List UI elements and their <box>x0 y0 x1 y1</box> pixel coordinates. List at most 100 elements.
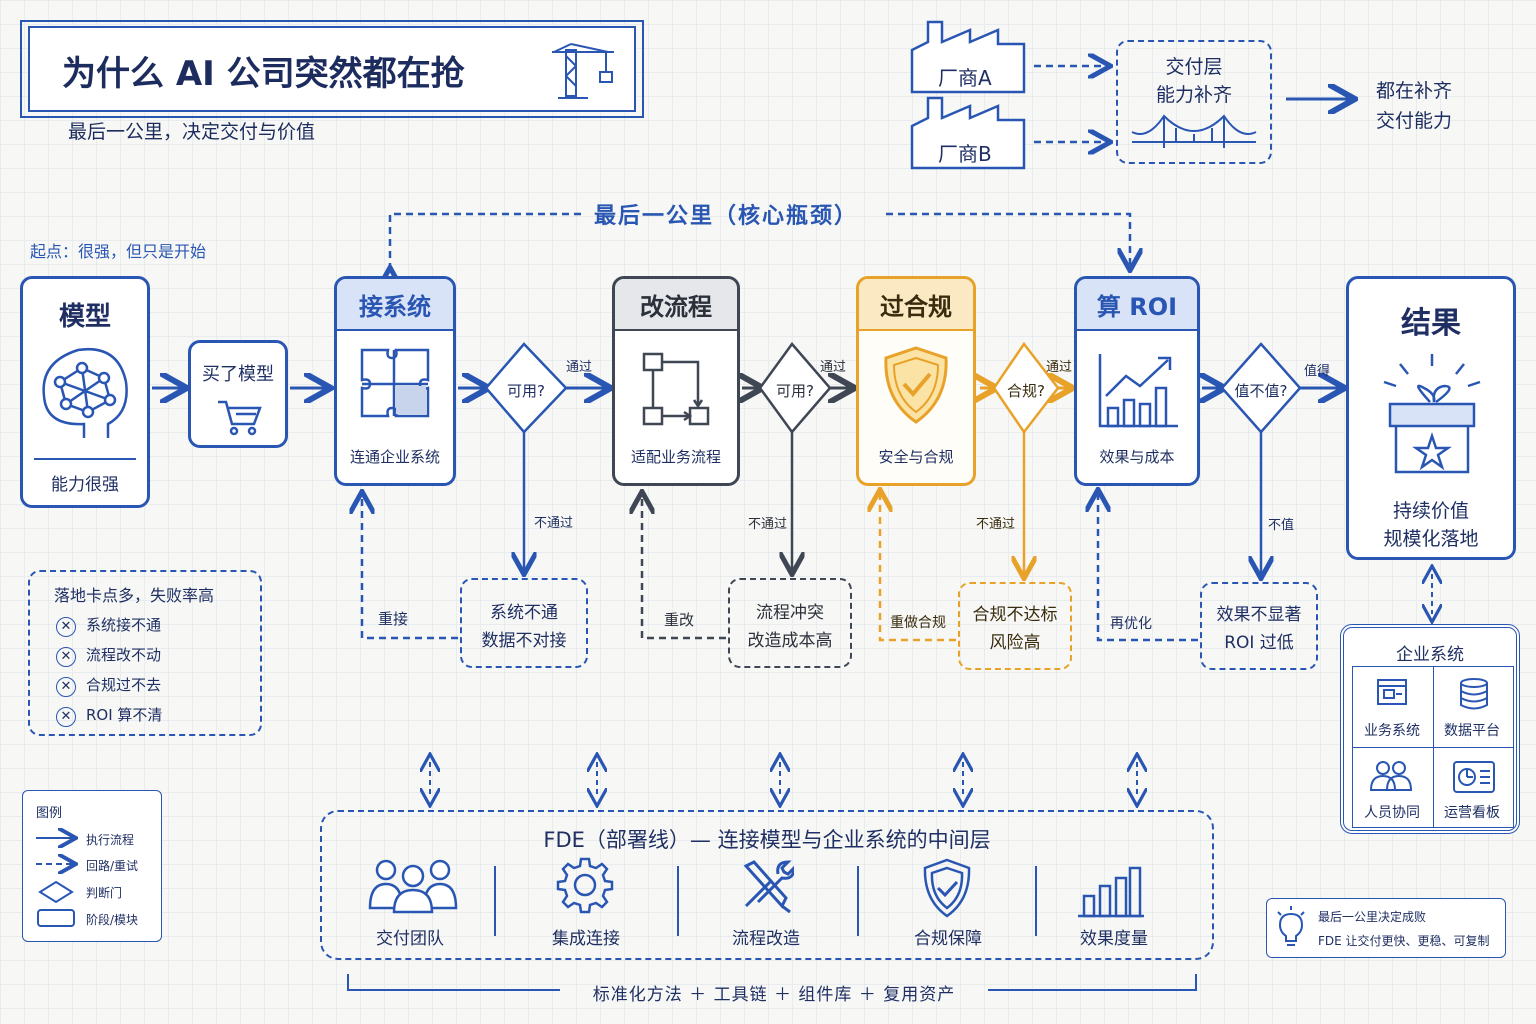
decision-4-pass: 值得 <box>1304 364 1331 379</box>
decision-2-pass: 通过 <box>820 360 847 375</box>
vendor-result-line2: 交付能力 <box>1375 110 1452 132</box>
growth-chart-icon <box>1098 354 1178 428</box>
page-title: 为什么 AI 公司突然都在抢 <box>62 54 465 94</box>
bar-chart-icon <box>1078 866 1144 918</box>
decision-1-question: 可用? <box>507 382 545 400</box>
fde-title: FDE（部署线）— 连接模型与企业系统的中间层 <box>543 828 991 852</box>
enterprise-title: 企业系统 <box>1396 645 1464 665</box>
delivery-layer-box <box>1116 40 1272 164</box>
decision-4-question: 值不值? <box>1234 382 1288 400</box>
fde-item-5: 效果度量 <box>1080 929 1148 949</box>
legend-item-2: 回路/重试 <box>86 859 139 873</box>
decision-4-fail: 不值 <box>1268 518 1295 533</box>
page-subtitle: 最后一公里，决定交付与价值 <box>68 121 316 143</box>
decision-3-pass: 通过 <box>1046 360 1073 375</box>
stage-process-title: 改流程 <box>615 279 737 331</box>
pain-point-1: ✕系统接不通 <box>56 614 161 637</box>
tools-icon <box>743 860 794 914</box>
decision-1-pass: 通过 <box>566 360 593 375</box>
cart-icon <box>218 400 262 436</box>
decision-2-fail: 不通过 <box>748 517 788 532</box>
failure-box-1 <box>460 578 588 668</box>
failure-4-line2: ROI 过低 <box>1224 633 1294 653</box>
fde-footer: 标准化方法 ＋ 工具链 ＋ 组件库 ＋ 复用资产 <box>592 985 956 1005</box>
model-divider <box>34 458 136 460</box>
failure-3-line2: 风险高 <box>989 633 1041 653</box>
vendor-result-line1: 都在补齐 <box>1375 80 1452 102</box>
legend-item-4: 阶段/模块 <box>86 913 139 927</box>
vendor-b-label: 厂商B <box>938 142 992 166</box>
fde-divider <box>494 866 496 936</box>
retry-4-label: 再优化 <box>1110 616 1152 632</box>
pain-points-box <box>28 570 262 736</box>
legend-title: 图例 <box>36 806 63 821</box>
fde-item-3: 流程改造 <box>732 929 800 949</box>
failure-box-2 <box>728 578 852 668</box>
shield-check-icon <box>884 346 948 424</box>
stage-roi-caption: 效果与成本 <box>1099 448 1175 466</box>
x-circle-icon: ✕ <box>56 647 76 667</box>
title-frame <box>20 20 644 118</box>
bought-model-label: 买了模型 <box>202 364 274 385</box>
failure-3-line1: 合规不达标 <box>972 605 1058 625</box>
vendor-a-label: 厂商A <box>938 66 992 90</box>
bottleneck-label: 最后一公里（核心瓶颈） <box>594 204 859 229</box>
pain-point-4: ✕ROI 算不清 <box>56 704 162 727</box>
stage-connect-title: 接系统 <box>337 279 453 331</box>
decision-1-fail: 不通过 <box>534 516 574 531</box>
start-note: 起点：很强，但只是开始 <box>30 242 207 261</box>
enterprise-grid <box>1352 666 1514 828</box>
database-icon <box>1460 678 1488 710</box>
crane-icon <box>552 43 614 99</box>
stage-process-caption: 适配业务流程 <box>630 448 721 466</box>
enterprise-grid-hline <box>1353 747 1513 748</box>
failure-1-line2: 数据不对接 <box>481 631 567 651</box>
enterprise-item-1: 业务系统 <box>1364 723 1420 739</box>
model-title: 模型 <box>58 302 111 332</box>
failure-4-line1: 效果不显著 <box>1216 605 1302 625</box>
result-line1: 持续价值 <box>1392 500 1469 522</box>
retry-3-label: 重做合规 <box>890 615 946 631</box>
business-system-icon <box>1377 679 1407 705</box>
puzzle-icon <box>360 348 430 418</box>
team-icon <box>368 859 458 914</box>
lightbulb-icon <box>1277 906 1305 946</box>
workflow-icon <box>642 352 710 426</box>
failure-2-line1: 流程冲突 <box>756 603 824 623</box>
enterprise-item-2: 数据平台 <box>1444 723 1500 739</box>
failure-box-3 <box>958 582 1072 670</box>
legend-item-1: 执行流程 <box>86 833 135 847</box>
legend-symbols <box>36 826 84 927</box>
retry-2-label: 重改 <box>664 611 695 629</box>
vendor-factories <box>910 20 1026 170</box>
bridge-icon <box>1131 114 1257 148</box>
fde-divider <box>1035 866 1037 936</box>
gift-box-icon <box>1383 354 1481 474</box>
stage-process-box: 改流程 <box>612 276 740 486</box>
shield-check-icon <box>923 858 971 918</box>
dashboard-icon <box>1453 761 1495 793</box>
enterprise-box <box>1340 624 1520 834</box>
stage-connect-caption: 连通企业系统 <box>349 448 440 466</box>
decision-3-question: 合规? <box>1007 382 1045 400</box>
title-frame-inner <box>28 26 636 112</box>
x-circle-icon: ✕ <box>56 707 76 727</box>
enterprise-item-4: 运营看板 <box>1444 805 1500 821</box>
decision-2-question: 可用? <box>776 382 814 400</box>
failure-1-line1: 系统不通 <box>490 603 558 623</box>
delivery-layer-title: 交付层 <box>1165 56 1223 78</box>
tip-box <box>1266 898 1506 958</box>
result-title: 结果 <box>1401 306 1461 341</box>
pain-points-title: 落地卡点多，失败率高 <box>54 586 215 605</box>
stage-compliance-title: 过合规 <box>859 279 973 331</box>
enterprise-item-3: 人员协同 <box>1364 805 1420 821</box>
stage-roi-title: 算 ROI <box>1077 279 1197 331</box>
failure-2-line2: 改造成本高 <box>747 631 833 651</box>
pain-point-2: ✕流程改不动 <box>56 644 161 667</box>
fde-item-1: 交付团队 <box>376 929 444 949</box>
fde-divider <box>857 866 859 936</box>
fde-box <box>320 810 1214 960</box>
legend-box <box>22 790 162 942</box>
